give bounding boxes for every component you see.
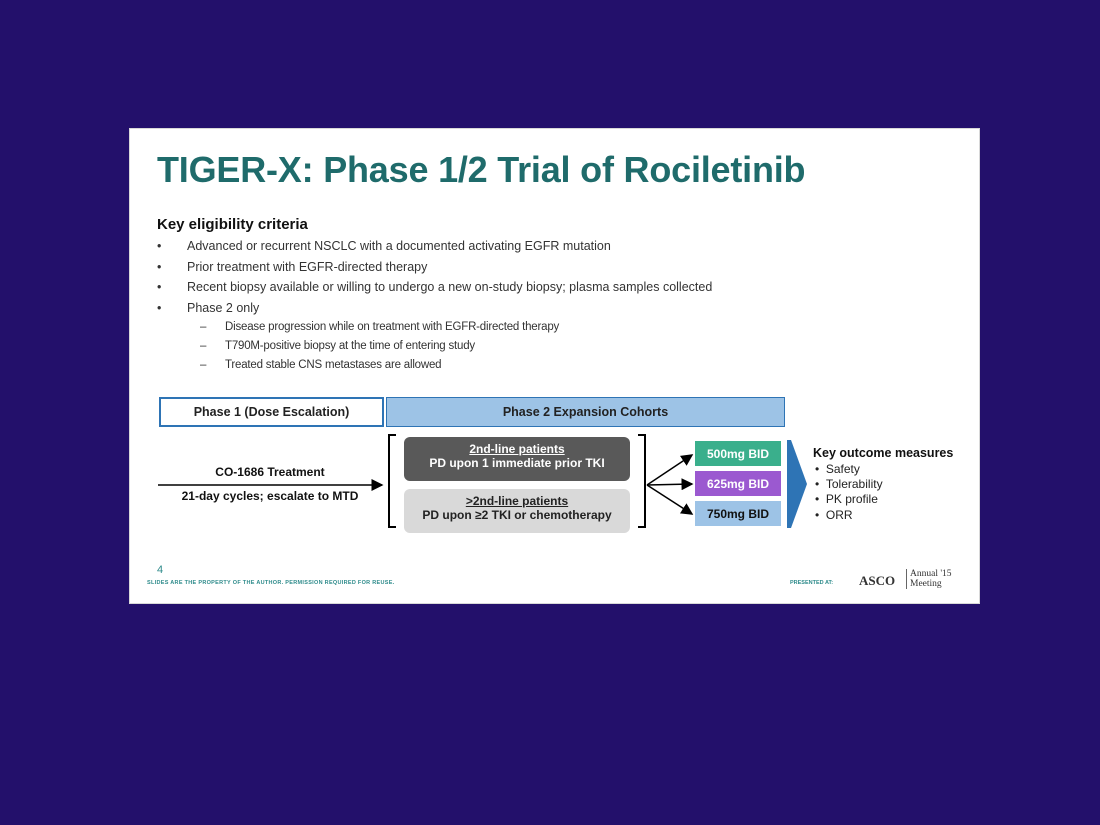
phase2-header: Phase 2 Expansion Cohorts: [386, 397, 785, 427]
criteria-item: • Prior treatment with EGFR-directed the…: [157, 260, 857, 280]
criteria-text: Recent biopsy available or willing to un…: [187, 280, 713, 294]
bullet-mark: •: [815, 508, 820, 522]
outcome-item: • Safety: [815, 462, 860, 476]
criteria-item: • Advanced or recurrent NSCLC with a doc…: [157, 239, 857, 259]
criteria-subtext: Treated stable CNS metastases are allowe…: [225, 359, 442, 371]
criteria-item: • Phase 2 only: [157, 301, 857, 321]
diagram-connectors: [158, 434, 807, 528]
asco-logo: ASCO: [859, 573, 895, 589]
outcome-text: Safety: [825, 462, 860, 476]
criteria-item: • Recent biopsy available or willing to …: [157, 280, 857, 300]
treatment-label: CO-1686 Treatment: [215, 465, 325, 479]
outcome-item: • Tolerability: [815, 477, 883, 491]
bullet-mark: •: [157, 301, 162, 315]
annual-line: Annual '15: [910, 569, 952, 579]
annual-meeting-logo: Annual '15 Meeting: [906, 569, 952, 589]
criteria-subitem: – Disease progression while on treatment…: [200, 321, 800, 339]
dose-500: 500mg BID: [695, 441, 781, 466]
footer-disclaimer: SLIDES ARE THE PROPERTY OF THE AUTHOR. P…: [147, 580, 395, 586]
outcome-text: ORR: [825, 508, 853, 522]
dose-arrow-625: [646, 478, 694, 491]
criteria-subtext: T790M-positive biopsy at the time of ent…: [225, 340, 475, 352]
dose-arrow-750: [646, 484, 694, 515]
bullet-mark: •: [815, 492, 820, 506]
cohort-detail: PD upon 1 immediate prior TKI: [429, 456, 605, 470]
asco-logo-text: ASCO: [859, 573, 896, 588]
phase1-header: Phase 1 (Dose Escalation): [159, 397, 384, 427]
meeting-line: Meeting: [910, 579, 942, 589]
dash-mark: –: [200, 321, 207, 333]
dash-mark: –: [200, 340, 207, 352]
slide-title: TIGER-X: Phase 1/2 Trial of Rociletinib: [157, 149, 806, 190]
criteria-subitem: – Treated stable CNS metastases are allo…: [200, 359, 800, 377]
left-bracket: [388, 434, 396, 528]
treatment-detail: 21-day cycles; escalate to MTD: [181, 489, 359, 503]
presented-at-label: PRESENTED AT:: [790, 580, 834, 586]
bullet-mark: •: [815, 462, 820, 476]
dose-625: 625mg BID: [695, 471, 781, 496]
criteria-subitem: – T790M-positive biopsy at the time of e…: [200, 340, 800, 358]
cohort-heading: 2nd-line patients: [469, 442, 565, 456]
outcome-item: • PK profile: [815, 492, 878, 506]
criteria-text: Prior treatment with EGFR-directed thera…: [187, 260, 428, 274]
outcome-chevron: [787, 440, 807, 528]
cohort-2nd-line: 2nd-line patients PD upon 1 immediate pr…: [404, 437, 630, 481]
bullet-mark: •: [815, 477, 820, 491]
outcome-text: PK profile: [825, 492, 878, 506]
outcome-text: Tolerability: [825, 477, 883, 491]
dash-mark: –: [200, 359, 207, 371]
dose-arrow-500: [646, 454, 694, 486]
dose-750: 750mg BID: [695, 501, 781, 526]
criteria-heading: Key eligibility criteria: [157, 216, 308, 233]
bullet-mark: •: [157, 280, 162, 294]
outcomes-heading: Key outcome measures: [813, 446, 954, 460]
criteria-text: Advanced or recurrent NSCLC with a docum…: [187, 239, 611, 253]
cohort-heading: >2nd-line patients: [465, 494, 569, 508]
outcome-item: • ORR: [815, 508, 853, 522]
bullet-mark: •: [157, 260, 162, 274]
cohort-beyond-2nd-line: >2nd-line patients PD upon ≥2 TKI or che…: [404, 489, 630, 533]
slide: TIGER-X: Phase 1/2 Trial of Rociletinib …: [129, 128, 980, 604]
criteria-subtext: Disease progression while on treatment w…: [225, 321, 560, 333]
right-bracket: [638, 434, 646, 528]
page-number: 4: [157, 564, 164, 576]
cohort-detail: PD upon ≥2 TKI or chemotherapy: [422, 508, 612, 522]
criteria-text: Phase 2 only: [187, 301, 260, 315]
bullet-mark: •: [157, 239, 162, 253]
